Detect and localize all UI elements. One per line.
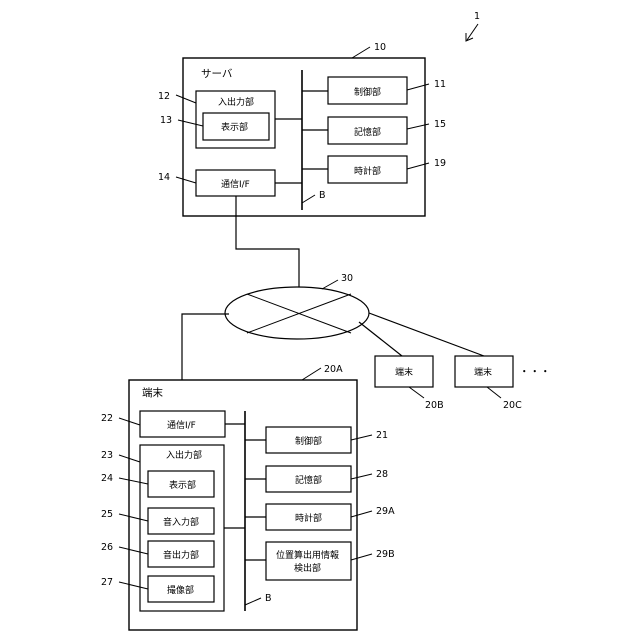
server-clock-unit-label: 時計部	[354, 165, 381, 177]
terminal-clock-unit-label: 時計部	[295, 512, 322, 524]
terminal-audio-in-ref: 25	[101, 509, 113, 520]
terminal-a-title: 端末	[142, 386, 163, 399]
terminal-c-label: 端末	[474, 366, 492, 378]
network-ref-leader	[322, 280, 338, 289]
server-ref-leader	[352, 47, 370, 58]
server-display-unit-ref: 13	[160, 115, 172, 126]
terminal-io-unit-label: 入出力部	[166, 449, 202, 461]
terminal-clock-unit-ref: 29A	[376, 506, 395, 517]
server-block: サーバ 10 入出力部 12 表示部 13 通信I/F 14 B 制御部 11	[158, 42, 446, 216]
terminal-b-block: 端末 20B	[375, 356, 444, 411]
terminal-a-block: 端末 20A 通信I/F 22 入出力部 23 表示部 24 音入力部 25 音…	[101, 364, 395, 630]
server-title: サーバ	[201, 68, 233, 80]
terminal-camera-ref: 27	[101, 577, 113, 588]
more-terminals-ellipsis: ・・・	[519, 366, 551, 378]
terminal-b-ref: 20B	[425, 400, 444, 411]
server-storage-unit-ref: 15	[434, 119, 446, 130]
server-io-unit-label: 入出力部	[218, 96, 254, 108]
terminal-control-unit-ref: 21	[376, 430, 388, 441]
network-cloud: 30	[225, 273, 369, 339]
server-display-unit-label: 表示部	[221, 121, 248, 133]
terminal-control-unit-label: 制御部	[295, 435, 322, 447]
network-terminal-b-link	[359, 322, 402, 356]
server-comm-if-ref: 14	[158, 172, 170, 183]
server-clock-unit-ref: 19	[434, 158, 446, 169]
network-ref: 30	[341, 273, 353, 284]
terminal-a-ref-leader	[302, 368, 321, 380]
terminal-position-unit-label-line1: 位置算出用情報	[276, 549, 339, 561]
terminal-io-unit-ref: 23	[101, 450, 113, 461]
terminal-bus-label: B	[265, 593, 272, 604]
terminal-audio-in-label: 音入力部	[163, 516, 199, 528]
figure-ref-label: 1	[474, 11, 480, 22]
terminal-storage-unit-ref: 28	[376, 469, 388, 480]
terminal-display-unit-ref: 24	[101, 473, 113, 484]
server-control-unit-label: 制御部	[354, 86, 381, 98]
server-ref: 10	[374, 42, 386, 53]
terminal-b-label: 端末	[395, 366, 413, 378]
terminal-b-ref-leader	[409, 387, 424, 398]
terminal-position-unit-label-line2: 検出部	[294, 562, 321, 574]
terminal-display-unit-label: 表示部	[169, 479, 196, 491]
terminal-a-ref: 20A	[324, 364, 343, 375]
terminal-audio-out-label: 音出力部	[163, 549, 199, 561]
server-control-unit-ref: 11	[434, 79, 446, 90]
terminal-comm-if-label: 通信I/F	[167, 419, 196, 431]
figure-ref-arrow-shaft	[467, 24, 478, 40]
terminal-camera-label: 撮像部	[167, 584, 194, 596]
terminal-position-unit-box	[266, 542, 351, 580]
terminal-c-block: 端末 20C	[455, 356, 522, 411]
server-io-unit-ref: 12	[158, 91, 170, 102]
terminal-storage-unit-label: 記憶部	[295, 474, 322, 486]
server-comm-if-label: 通信I/F	[221, 178, 250, 190]
network-terminal-a-link	[182, 314, 229, 380]
network-terminal-c-link	[369, 313, 484, 356]
server-bus-label: B	[319, 190, 326, 201]
terminal-c-ref-leader	[487, 387, 501, 398]
terminal-c-ref: 20C	[503, 400, 522, 411]
server-storage-unit-label: 記憶部	[354, 126, 381, 138]
terminal-audio-out-ref: 26	[101, 542, 113, 553]
terminal-comm-if-ref: 22	[101, 413, 113, 424]
terminal-position-unit-ref: 29B	[376, 549, 395, 560]
